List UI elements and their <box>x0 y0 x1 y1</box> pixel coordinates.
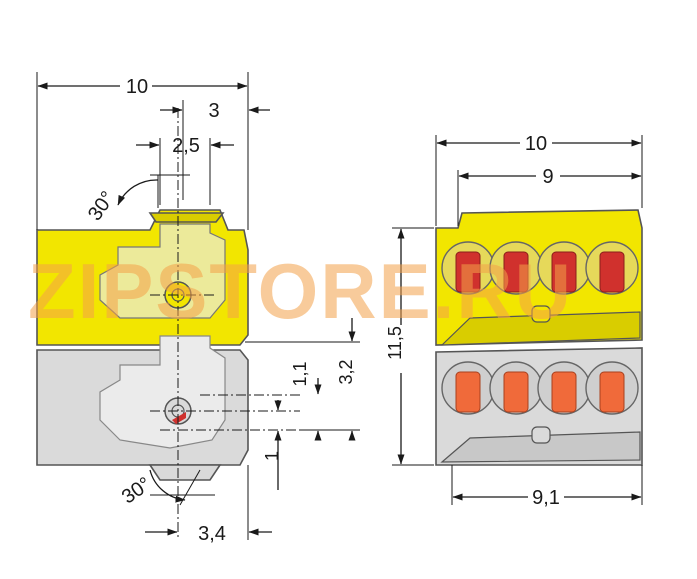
side-dim-3-label: 3 <box>208 100 219 122</box>
side-angle-bottom-label: 30° <box>118 473 155 508</box>
front-dim-10-label: 10 <box>525 133 547 155</box>
front-dim-10-bg <box>520 131 552 155</box>
side-dim-10-label: 10 <box>126 76 148 98</box>
side-dim-34-label: 3,4 <box>198 523 226 545</box>
side-angle-bottom-arc <box>149 469 186 503</box>
upper-clamp-2 <box>503 251 529 293</box>
side-dim-10-bg <box>120 74 152 98</box>
front-dim-9-label: 9 <box>542 166 553 188</box>
side-lower-clamp-mark <box>172 412 186 424</box>
front-dim-9-bg <box>536 164 560 188</box>
lower-clamp-3 <box>551 371 577 413</box>
front-grey-release <box>531 426 551 444</box>
side-latch-tab <box>148 212 225 223</box>
lower-clamp-4 <box>599 371 625 413</box>
side-angle-top-arc <box>117 179 159 206</box>
side-dim-25-label: 2,5 <box>172 135 200 157</box>
front-view: 10 9 11,5 9,1 <box>385 131 643 509</box>
upper-clamp-4 <box>599 251 625 293</box>
side-dim-1-label: 1 <box>262 451 282 461</box>
front-yellow-wedge <box>440 311 641 346</box>
front-grey-wedge <box>440 431 641 463</box>
side-angle-top-label: 30° <box>84 187 119 224</box>
side-angle-bottom-leg <box>179 469 201 506</box>
watermark-text: ZIPSTORE.RU <box>28 247 573 335</box>
lower-clamp-2 <box>503 371 529 413</box>
lower-clamp-1 <box>455 371 481 413</box>
side-dim-11-label: 1,1 <box>290 361 310 386</box>
front-dim-115-bg <box>388 325 414 373</box>
front-dim-91-bg <box>528 485 564 509</box>
side-dim-32-label: 3,2 <box>336 359 356 384</box>
side-view: 10 3 2,5 30° 3,2 1,1 1 30° <box>36 72 360 545</box>
front-yellow-release <box>531 305 551 323</box>
front-lower-ports <box>441 361 639 415</box>
front-dim-115-label: 11,5 <box>385 326 405 360</box>
upper-clamp-1 <box>455 251 481 293</box>
side-lower-feet <box>148 464 222 481</box>
upper-clamp-3 <box>551 251 577 293</box>
front-dim-91-label: 9,1 <box>532 487 560 509</box>
front-upper-ports <box>441 241 639 295</box>
watermark: ZIPSTORE.RU <box>28 247 573 335</box>
